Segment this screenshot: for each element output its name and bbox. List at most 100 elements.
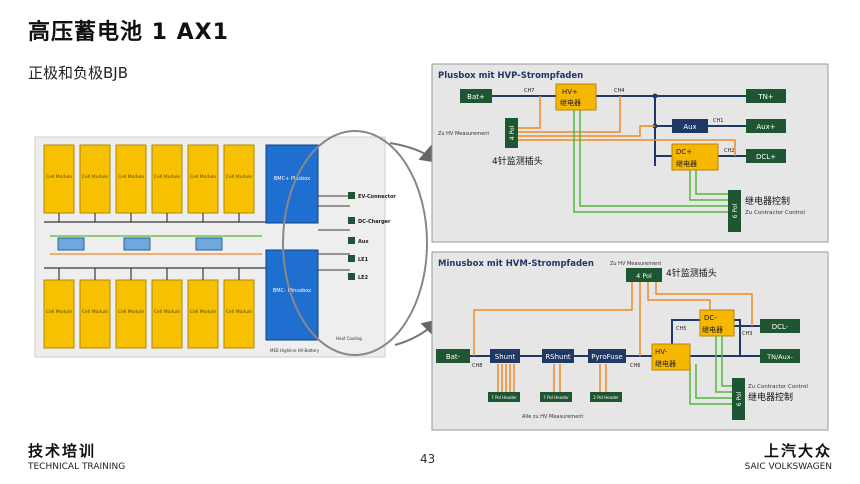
plusbox-control-lines bbox=[573, 110, 728, 213]
plusbox-relay-control-label: 继电器控制 bbox=[745, 195, 790, 207]
bat-plus-label: Bat+ bbox=[467, 93, 485, 101]
ch4-label: CH4 bbox=[614, 88, 624, 94]
zoom-arrow-bottom bbox=[394, 319, 439, 346]
aux-plus-label: Aux+ bbox=[756, 123, 775, 131]
brand-en: SAIC VOLKSWAGEN bbox=[744, 462, 832, 472]
ch3-label: CH3 bbox=[742, 331, 752, 337]
cell-modules-top: Cell Module Cell Module Cell Module Cell… bbox=[43, 144, 255, 214]
ch7-label: CH7 bbox=[524, 88, 534, 94]
minusbox-measurement-label: Zu HV Measurement bbox=[610, 261, 661, 267]
shunt-box bbox=[490, 349, 520, 363]
plusbox-6pol-connector bbox=[728, 190, 741, 232]
cell-module bbox=[187, 279, 219, 349]
ch6-label: CH6 bbox=[630, 363, 640, 369]
plusbox-heading: Plusbox mit HVP-Strompfaden bbox=[438, 71, 583, 81]
connector-terminal bbox=[348, 273, 355, 280]
hv-minus-relay-label: 继电器 bbox=[655, 359, 676, 368]
shunt-7pol-header bbox=[488, 392, 520, 402]
minusbox-heading: Minusbox mit HVM-Strompfaden bbox=[438, 259, 594, 269]
connector-label: EV-Connector bbox=[358, 194, 396, 200]
connector-terminal bbox=[348, 255, 355, 262]
bat-plus-terminal bbox=[460, 89, 492, 103]
footer-brand: 上汽大众 SAIC VOLKSWAGEN bbox=[745, 440, 832, 472]
plusbox-measurement-label: Zu HV Measurement bbox=[438, 131, 489, 137]
zoom-ellipse bbox=[282, 130, 428, 356]
rshunt-label: RShunt bbox=[545, 353, 571, 361]
connector-label: Aux bbox=[358, 239, 369, 245]
rshunt-box bbox=[542, 349, 574, 363]
connector-label: DC-Charger bbox=[358, 219, 391, 225]
cell-module-label: Cell Module bbox=[154, 309, 180, 315]
bmc-plusbox-label: BMC+ Plusbox bbox=[274, 176, 310, 182]
alle-measurement-label: Alle zu HV Measurement bbox=[522, 414, 583, 420]
tn-aux-minus-terminal bbox=[760, 349, 800, 363]
cell-module-label: Cell Module bbox=[190, 309, 216, 315]
aux-plus-terminal bbox=[746, 119, 786, 133]
plusbox-6pol-label: 6 Pol bbox=[732, 203, 739, 218]
dc-minus-relay-label: 继电器 bbox=[702, 325, 723, 334]
footer-training: 技术培训 TECHNICAL TRAINING bbox=[28, 440, 125, 472]
bat-minus-label: Bat- bbox=[446, 353, 461, 361]
cell-module-label: Cell Module bbox=[82, 174, 108, 180]
cell-module-label: Cell Module bbox=[46, 174, 72, 180]
hv-plus-relay-label: 继电器 bbox=[560, 98, 581, 107]
minusbox-6pol-label: 6 Pol bbox=[736, 391, 743, 406]
ch1-label: CH1 bbox=[713, 118, 723, 124]
dcl-plus-label: DCL+ bbox=[756, 153, 776, 161]
hv-plus-relay bbox=[555, 83, 597, 111]
connector-terminal bbox=[348, 217, 355, 224]
hv-minus-label: HV- bbox=[655, 348, 668, 356]
heat-cooling-label: Heat Cooling bbox=[336, 336, 362, 341]
pyrofuse-label: PyroFuse bbox=[591, 353, 622, 361]
cell-module-label: Cell Module bbox=[118, 309, 144, 315]
plusbox-monitor-plug-label: 4针监测插头 bbox=[492, 155, 543, 167]
rshunt-7pol-header bbox=[540, 392, 572, 402]
ch5-label: CH5 bbox=[676, 326, 686, 332]
module-controller bbox=[123, 237, 151, 251]
plusbox-4pol-connector bbox=[505, 118, 518, 148]
plusbox-measure-lines bbox=[518, 96, 736, 156]
minusbox-relay-control-label: 继电器控制 bbox=[748, 391, 793, 403]
page-title: 高压蓄电池 1 AX1 bbox=[28, 20, 229, 45]
middle-wiring bbox=[44, 213, 266, 280]
battery-footer-label: MEB Highline HV-Battery bbox=[270, 348, 320, 353]
pyrofuse-box bbox=[588, 349, 626, 363]
cell-module-label: Cell Module bbox=[154, 174, 180, 180]
hv-minus-relay bbox=[651, 343, 691, 371]
minusbox-4pol-connector bbox=[626, 268, 662, 282]
dc-plus-relay bbox=[671, 143, 719, 171]
training-en: TECHNICAL TRAINING bbox=[28, 462, 126, 472]
ch2-label: CH2 bbox=[724, 148, 734, 154]
rshunt-header-label: 7 Pol Header bbox=[543, 395, 569, 400]
zoom-arrow-top bbox=[389, 142, 438, 163]
tn-plus-terminal bbox=[746, 89, 786, 103]
brand-cn: 上汽大众 bbox=[763, 442, 832, 460]
tn-aux-minus-label: TN/Aux- bbox=[766, 353, 793, 361]
pyrofuse-2pol-header bbox=[590, 392, 622, 402]
minusbox-6pol-connector bbox=[732, 378, 745, 420]
training-cn: 技术培训 bbox=[28, 442, 97, 460]
aux-fuse bbox=[672, 119, 708, 133]
dc-minus-label: DC- bbox=[704, 314, 717, 322]
connector-label: LE2 bbox=[358, 275, 369, 281]
dcl-plus-terminal bbox=[746, 149, 786, 163]
cell-module bbox=[223, 279, 255, 349]
ch8-label: CH8 bbox=[472, 363, 482, 369]
connector-terminal bbox=[348, 192, 355, 199]
dcl-minus-terminal bbox=[760, 319, 800, 333]
minusbox-control-lines bbox=[689, 334, 732, 405]
plusbox-panel: Plusbox mit HVP-Strompfaden Bat+ CH7 HV+… bbox=[431, 63, 829, 243]
module-controller bbox=[195, 237, 223, 251]
cell-module-label: Cell Module bbox=[82, 309, 108, 315]
module-controller bbox=[57, 237, 85, 251]
hv-plus-label: HV+ bbox=[562, 88, 578, 96]
module-controllers bbox=[57, 237, 223, 251]
battery-schematic: Cell Module Cell Module Cell Module Cell… bbox=[34, 136, 396, 358]
plusbox-contractor-control-label: Zu Contractor Control bbox=[745, 210, 805, 216]
plusbox-branch-lines bbox=[654, 96, 746, 166]
shunt-header-label: 7 Pol Header bbox=[491, 395, 517, 400]
page-number: 43 bbox=[420, 452, 436, 466]
connector-terminal bbox=[348, 237, 355, 244]
cell-module-label: Cell Module bbox=[226, 174, 252, 180]
